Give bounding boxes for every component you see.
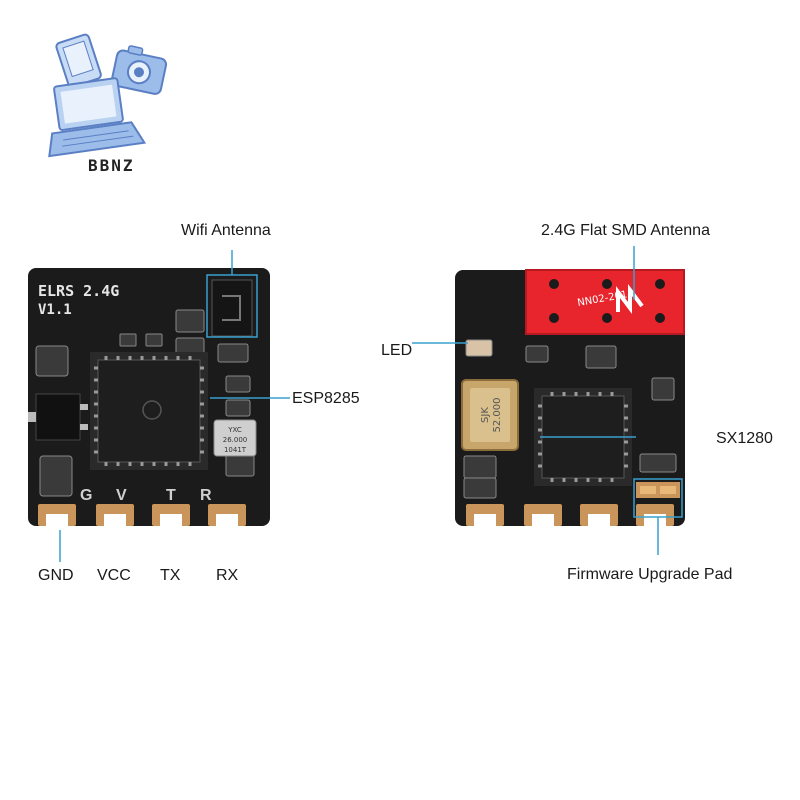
callout-lines (59, 246, 683, 562)
esp8285-chip (90, 352, 208, 470)
left-crystal-line2: 26.000 (223, 436, 248, 444)
left-solder-pads (38, 504, 246, 526)
left-crystal-line1: YXC (227, 426, 242, 434)
pad-letter-v: V (116, 487, 127, 504)
voltage-regulator (28, 393, 88, 441)
right-crystal: SJK 52.000 (461, 379, 519, 451)
left-crystal-line3: 1041T (224, 446, 247, 454)
wifi-antenna-label: Wifi Antenna (181, 222, 271, 239)
left-silkscreen-model: ELRS 2.4G (38, 282, 119, 300)
firmware-upgrade-pad (636, 482, 680, 498)
pad-letter-g: G (80, 487, 92, 504)
smd-antenna-label: 2.4G Flat SMD Antenna (541, 222, 710, 239)
led-component (465, 339, 493, 357)
right-crystal-line1: SJK (480, 407, 491, 423)
gnd-label: GND (38, 567, 74, 584)
left-board: ELRS 2.4G V1.1 (28, 268, 270, 526)
right-crystal-line2: 52.000 (492, 398, 503, 433)
smd-antenna: NN02-201 (525, 269, 685, 335)
firmware-pad-label: Firmware Upgrade Pad (567, 566, 733, 583)
vcc-label: VCC (97, 567, 131, 584)
left-crystal: YXC 26.000 1041T (213, 419, 257, 457)
wifi-antenna-trace (211, 279, 253, 337)
pad-letter-r: R (200, 487, 212, 504)
pad-letter-t: T (166, 487, 176, 504)
right-board: NN02-201 SJK 52.000 (455, 269, 685, 526)
tx-label: TX (160, 567, 181, 584)
logo-text: BBNZ (88, 156, 135, 175)
led-label: LED (381, 342, 413, 359)
rx-label: RX (216, 567, 239, 584)
esp8285-label: ESP8285 (292, 390, 360, 407)
left-silkscreen-version: V1.1 (38, 302, 72, 318)
espressif-logo-icon (142, 400, 162, 420)
sx1280-label: SX1280 (716, 430, 773, 447)
